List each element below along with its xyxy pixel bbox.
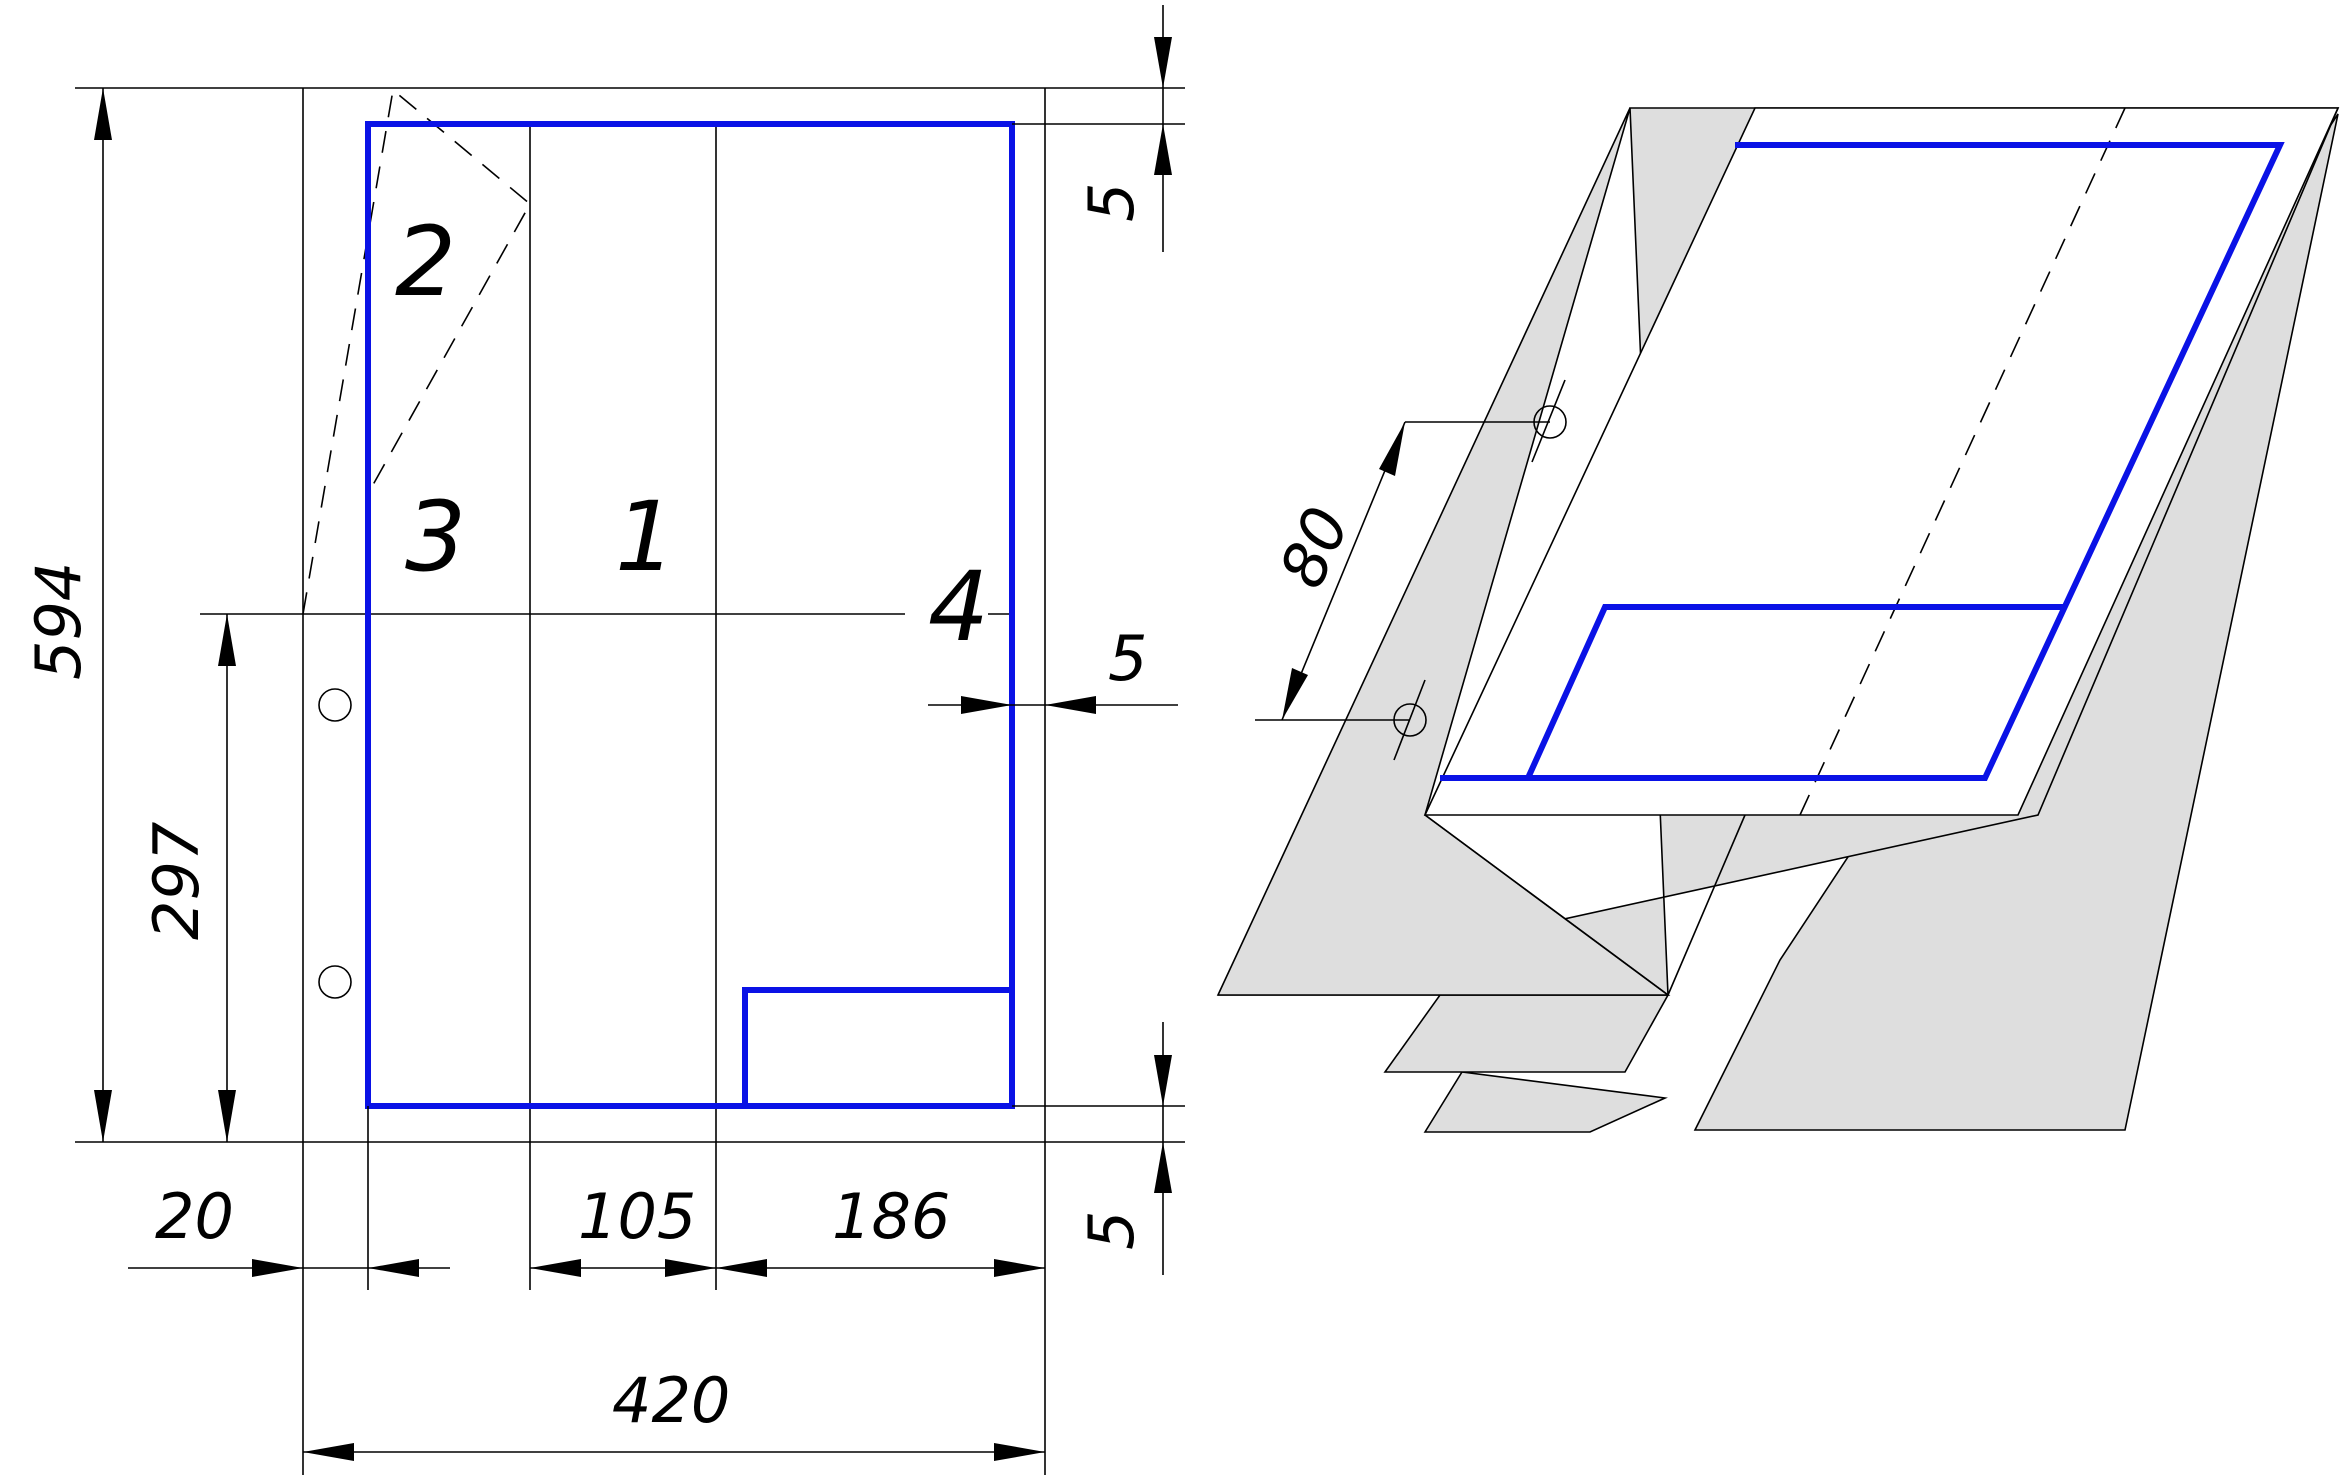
zone-label-1: 1 xyxy=(615,481,676,593)
binding-hole-2 xyxy=(318,965,352,999)
dim-186-arrow-left xyxy=(716,1259,767,1277)
dim-420-label: 420 xyxy=(612,1364,730,1437)
dim-right-5-arrow-2 xyxy=(1045,696,1096,714)
folded-crease-left xyxy=(1424,814,1669,996)
zone-label-4: 4 xyxy=(928,551,989,663)
dim-top-5-label: 5 xyxy=(1075,183,1148,222)
folded-dashed-fold xyxy=(1799,107,2126,816)
dim-top-5-arrow-1 xyxy=(1154,37,1172,88)
dim-80-arrow-bottom xyxy=(1282,668,1308,720)
folded-sheet-view: 80 xyxy=(1216,107,2340,1133)
dim-186-label: 186 xyxy=(832,1180,950,1253)
binding-hole-1 xyxy=(318,688,352,722)
dim-105-arrow-left xyxy=(530,1259,581,1277)
dim-bottom-5-arrow-1 xyxy=(1154,1055,1172,1106)
dim-297-arrow-bottom xyxy=(218,1090,236,1142)
folded-title-block xyxy=(1525,604,2065,780)
dim-80-label: 80 xyxy=(1265,496,1364,598)
folded-crease-mid xyxy=(1667,814,1746,996)
dim-20-arrow-right xyxy=(368,1259,419,1277)
dim-20-label: 20 xyxy=(155,1180,234,1253)
folded-layer-bottom xyxy=(1423,1071,1668,1133)
dim-297-label: 297 xyxy=(140,822,213,940)
dim-top-5-arrow-2 xyxy=(1154,124,1172,175)
title-block xyxy=(742,987,1012,1106)
folded-top-page xyxy=(1423,107,2340,816)
folded-drawing-frame xyxy=(1440,142,2285,781)
dim-186-arrow-right xyxy=(994,1259,1045,1277)
folded-hole-1-axis xyxy=(1531,379,1566,463)
dim-20-arrow-left xyxy=(252,1259,303,1277)
dim-105-label: 105 xyxy=(578,1180,696,1253)
flat-sheet-layout: 2 3 1 4 594 297 20 105 186 420 xyxy=(22,5,1185,1475)
corner-fold-dashed xyxy=(302,88,532,615)
dim-594-label: 594 xyxy=(22,562,95,680)
dim-bottom-5-arrow-2 xyxy=(1154,1142,1172,1193)
dim-594-arrow-bottom xyxy=(94,1090,112,1142)
zone-label-2: 2 xyxy=(395,206,456,318)
dim-594-arrow-top xyxy=(94,88,112,140)
dim-right-5-label: 5 xyxy=(1108,622,1147,695)
dim-80-line xyxy=(1281,421,1406,721)
zone-label-3: 3 xyxy=(405,481,466,593)
dim-right-5-arrow-1 xyxy=(961,696,1012,714)
dim-420-arrow-left xyxy=(303,1443,354,1461)
dim-297-arrow-top xyxy=(218,614,236,666)
drawing-frame xyxy=(365,121,1015,1109)
dim-420-arrow-right xyxy=(994,1443,1045,1461)
folded-layer-middle xyxy=(1383,994,1670,1073)
dim-bottom-5-label: 5 xyxy=(1075,1211,1148,1250)
dim-80-arrow-top xyxy=(1379,422,1405,476)
dim-105-arrow-right xyxy=(665,1259,716,1277)
